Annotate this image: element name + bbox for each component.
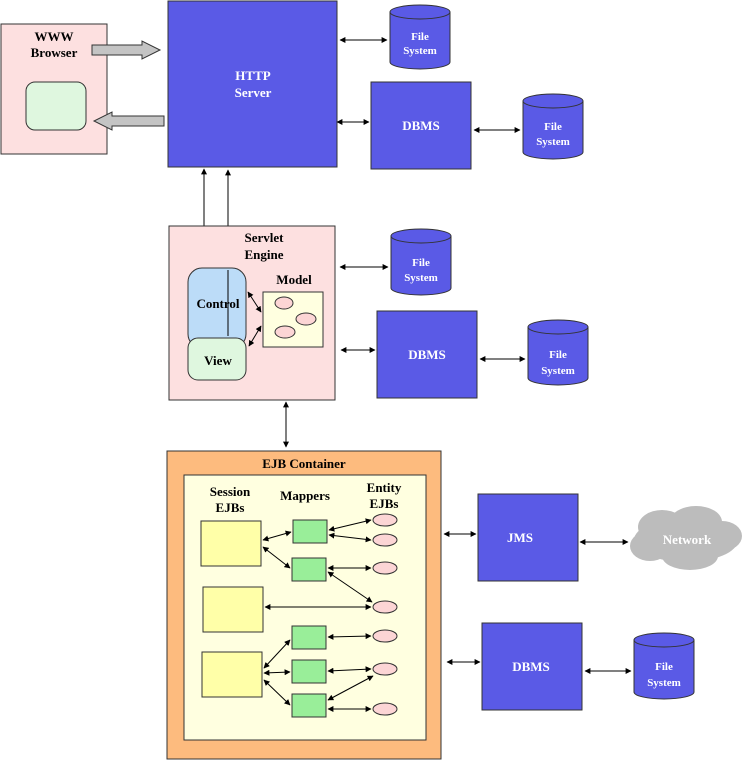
file-system-line2: System <box>536 136 570 148</box>
file-system-cylinder: File System <box>389 4 451 70</box>
ejb-container-title: EJB Container <box>262 456 346 471</box>
dbms-box: DBMS <box>370 81 472 170</box>
file-system-line1: File <box>549 349 567 361</box>
mappers-label: Mappers <box>280 488 330 503</box>
jms-label: JMS <box>507 530 533 545</box>
view-label: View <box>204 353 232 368</box>
entity-ejb-oval <box>372 600 398 614</box>
file-system-line2: System <box>647 677 681 689</box>
jms-box: JMS <box>477 493 579 582</box>
http-server-box: HTTP Server <box>167 0 338 168</box>
entity-ejb-oval <box>372 629 398 643</box>
control-label: Control <box>196 296 239 311</box>
servlet-engine-line2: Engine <box>244 247 283 262</box>
model-label: Model <box>276 272 312 287</box>
entity-ejb-oval <box>372 561 398 575</box>
connector-arrow <box>248 325 262 347</box>
entity-ejb-oval <box>372 533 398 547</box>
entity-ejbs-line2: EJBs <box>370 496 399 511</box>
dbms-label: DBMS <box>512 659 550 674</box>
http-server-line2: Server <box>235 85 272 100</box>
network-label: Network <box>663 532 712 547</box>
request-arrow <box>91 40 162 60</box>
mapper-box <box>291 625 327 650</box>
session-ejb-box <box>201 651 263 698</box>
browser-screen <box>25 81 87 131</box>
dbms-box: DBMS <box>481 622 583 711</box>
control-component: Control <box>187 267 247 349</box>
connector-arrow <box>247 291 262 313</box>
file-system-line2: System <box>541 365 575 377</box>
mapper-box <box>292 519 328 544</box>
ejb-internal-arrows <box>262 518 374 712</box>
http-server-line1: HTTP <box>235 68 270 83</box>
entity-ejb-oval <box>372 513 398 527</box>
browser-title-line1: WWW <box>35 29 74 44</box>
view-component: View <box>187 337 247 381</box>
file-system-line1: File <box>655 661 673 673</box>
file-system-line1: File <box>411 31 429 43</box>
file-system-cylinder: File System <box>527 319 589 386</box>
mapper-box <box>291 659 327 684</box>
www-browser-box: WWW Browser <box>0 23 108 155</box>
browser-title-line2: Browser <box>31 45 78 60</box>
file-system-cylinder: File System <box>522 93 584 160</box>
mapper-box <box>291 557 327 582</box>
dbms-box: DBMS <box>376 310 478 399</box>
session-ejb-box <box>200 520 262 567</box>
entity-ejb-oval <box>372 702 398 716</box>
dbms-label: DBMS <box>402 118 440 133</box>
session-ejb-box <box>202 586 264 633</box>
entity-ejbs-line1: Entity <box>367 480 402 495</box>
model-component <box>262 291 324 348</box>
servlet-engine-line1: Servlet <box>245 230 285 245</box>
session-ejbs-line1: Session <box>210 484 251 499</box>
file-system-line1: File <box>544 121 562 133</box>
file-system-cylinder: File System <box>633 632 695 700</box>
file-system-line2: System <box>404 272 438 284</box>
file-system-line1: File <box>412 257 430 269</box>
entity-ejb-oval <box>372 662 398 676</box>
response-arrow <box>92 111 165 131</box>
session-ejbs-line2: EJBs <box>216 500 245 515</box>
dbms-label: DBMS <box>408 347 446 362</box>
network-cloud: Network <box>630 506 742 570</box>
file-system-line2: System <box>403 45 437 57</box>
mapper-box <box>291 693 327 718</box>
file-system-cylinder: File System <box>390 228 452 296</box>
